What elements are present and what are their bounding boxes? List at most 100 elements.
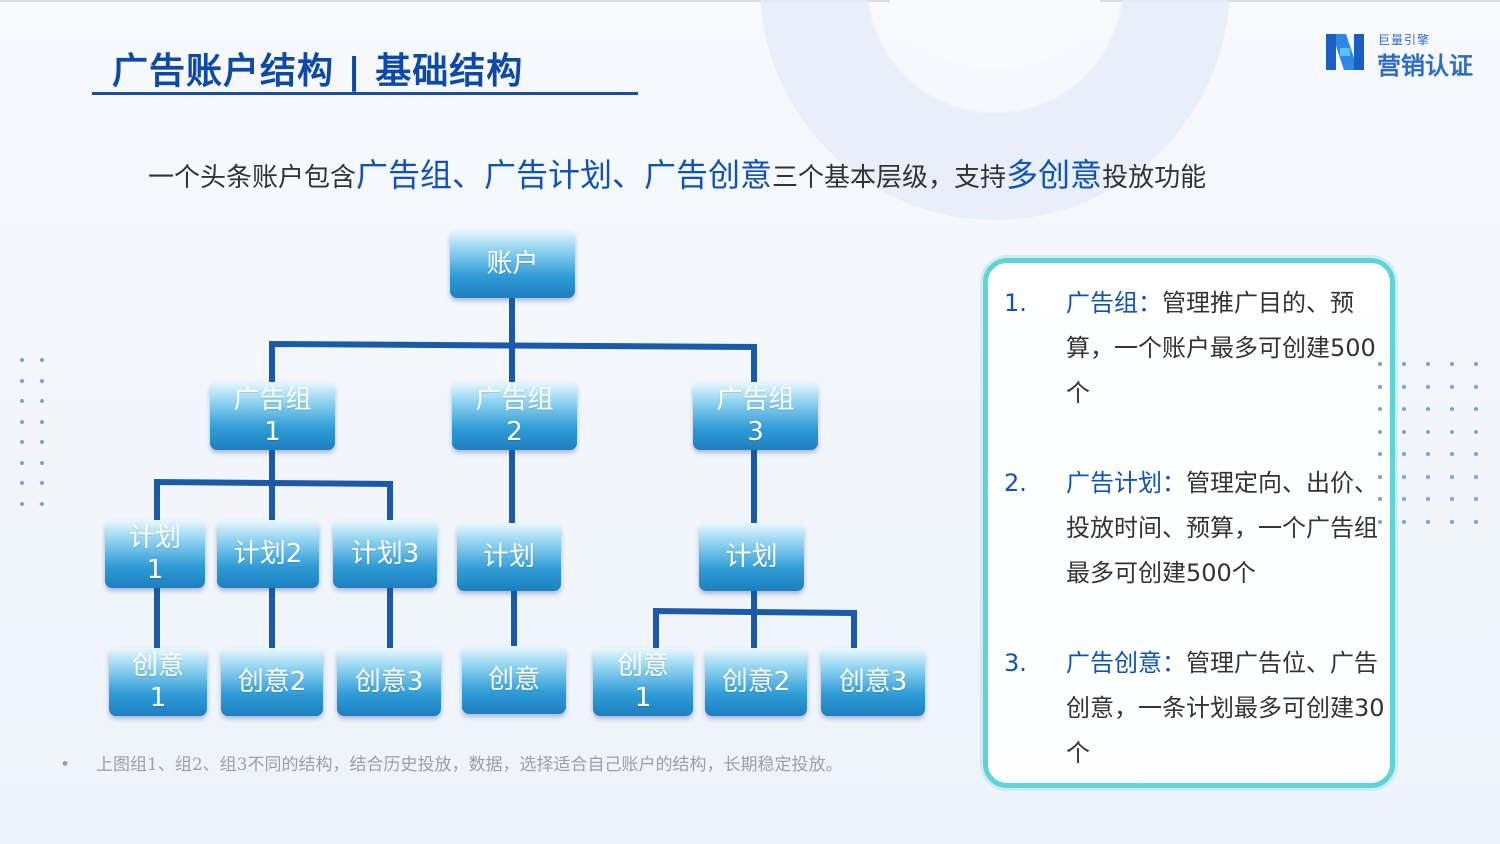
- item-description: 管理定向、出价、投放时间、预算，一个广告组最多可创建500个: [1066, 469, 1378, 587]
- creative-node: 创意3: [337, 648, 441, 716]
- dot: [1402, 429, 1406, 434]
- dot: [1450, 452, 1454, 456]
- dot: [1450, 519, 1454, 524]
- plan-node: 计划: [457, 523, 561, 591]
- item-term: 广告创意: [1066, 649, 1162, 677]
- item-term: 广告计划: [1066, 469, 1162, 497]
- item-number: 3.: [1004, 649, 1027, 677]
- logo-mark-icon: [1326, 34, 1364, 70]
- connector: [653, 607, 857, 653]
- account-node: 账户: [450, 230, 575, 298]
- dot: [40, 440, 44, 444]
- dot: [20, 440, 24, 444]
- item-description: 管理推广目的、预算，一个账户最多可创建500个: [1066, 289, 1376, 407]
- plan-node: 计划3: [333, 520, 437, 588]
- dot: [1474, 497, 1478, 501]
- item-term: 广告组: [1066, 289, 1138, 317]
- dot: [1426, 384, 1430, 389]
- dot: [40, 460, 44, 465]
- dot: [1402, 519, 1406, 524]
- dot: [1474, 452, 1478, 456]
- dot: [1402, 407, 1406, 411]
- dot: [1426, 519, 1430, 524]
- creative-node: 创意 1: [109, 648, 207, 716]
- creative-node: 创意 1: [593, 648, 693, 716]
- connector: [154, 478, 393, 525]
- dot: [1426, 362, 1430, 366]
- dot: [1402, 362, 1406, 366]
- description-panel: 1. 广告组：管理推广目的、预算，一个账户最多可创建500个 2. 广告计划：管…: [983, 258, 1395, 788]
- dot: [40, 378, 44, 383]
- dot: [1450, 429, 1454, 434]
- item-number: 2.: [1004, 469, 1027, 497]
- footnote: • 上图组1、组2、组3不同的结构，结合历史投放，数据，选择适合自己账户的结构，长…: [60, 750, 842, 775]
- dot: [1450, 474, 1454, 479]
- item-description: 管理广告位、广告创意，一条计划最多可创建30个: [1066, 649, 1385, 767]
- decorative-dots-left: [20, 358, 50, 510]
- subtitle-part: 投放功能: [1102, 163, 1207, 193]
- item-separator: ：: [1138, 289, 1162, 317]
- item-separator: ：: [1162, 649, 1186, 677]
- subtitle-highlight: 多创意: [1006, 156, 1103, 194]
- dot: [1426, 474, 1430, 479]
- page-title: 广告账户结构 | 基础结构: [112, 51, 524, 92]
- subtitle-highlight: 广告组、广告计划、广告创意: [356, 156, 773, 194]
- dot: [1378, 384, 1382, 389]
- dot: [1378, 407, 1382, 411]
- dot: [1450, 497, 1454, 501]
- dot: [1426, 407, 1430, 411]
- dot: [1450, 384, 1454, 389]
- ad-group-node-3: 广告组 3: [693, 382, 818, 450]
- dot: [1474, 519, 1478, 524]
- dot: [40, 419, 44, 424]
- bullet-icon: •: [60, 755, 71, 775]
- dot: [20, 460, 24, 465]
- dot: [1402, 497, 1406, 501]
- top-border: [0, 0, 1500, 2]
- dot: [1378, 474, 1382, 479]
- creative-node: 创意: [462, 646, 566, 714]
- decorative-dots-right: [1378, 362, 1488, 526]
- dot: [20, 378, 24, 383]
- ad-group-node-1: 广告组 1: [210, 382, 335, 450]
- subtitle-part: 一个头条账户包含: [148, 163, 357, 193]
- dot: [1378, 519, 1382, 524]
- dot: [1474, 474, 1478, 479]
- dot: [1474, 362, 1478, 366]
- dot: [1378, 362, 1382, 366]
- dot: [1474, 384, 1478, 389]
- dot: [1450, 362, 1454, 366]
- dot: [1402, 474, 1406, 479]
- plan-node: 计划2: [217, 520, 319, 588]
- dot: [20, 358, 24, 362]
- dot: [1426, 429, 1430, 434]
- logo-small-text: 巨量引擎: [1378, 33, 1431, 47]
- brand-logo: 巨量引擎 营销认证: [1326, 32, 1473, 80]
- plan-node: 计划: [699, 523, 804, 591]
- dot: [20, 419, 24, 424]
- dot: [1378, 497, 1382, 501]
- footnote-text: 上图组1、组2、组3不同的结构，结合历史投放，数据，选择适合自己账户的结构，长期…: [96, 755, 843, 775]
- dot: [40, 399, 44, 403]
- creative-node: 创意2: [221, 648, 323, 716]
- plan-node: 计划 1: [105, 520, 205, 588]
- dot: [20, 481, 24, 485]
- creative-node: 创意2: [705, 648, 807, 716]
- dot: [40, 358, 44, 362]
- connector: [269, 340, 757, 387]
- dot: [1450, 407, 1454, 411]
- dot: [20, 399, 24, 403]
- ad-group-node-2: 广告组 2: [452, 382, 577, 450]
- creative-node: 创意3: [821, 648, 925, 716]
- dot: [1378, 429, 1382, 434]
- dot: [1378, 452, 1382, 456]
- title-underline: [92, 92, 638, 95]
- item-number: 1.: [1004, 289, 1027, 317]
- logo-big-text: 营销认证: [1377, 52, 1473, 80]
- dot: [20, 501, 24, 506]
- dot: [1474, 429, 1478, 434]
- dot: [1426, 452, 1430, 456]
- dot: [1402, 452, 1406, 456]
- subtitle: 一个头条账户包含广告组、广告计划、广告创意三个基本层级，支持多创意投放功能: [148, 150, 1206, 196]
